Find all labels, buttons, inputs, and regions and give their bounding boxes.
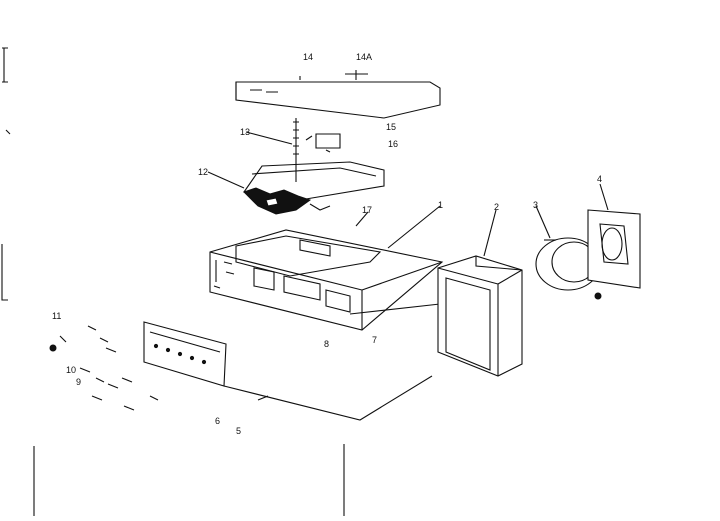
component-strip bbox=[243, 187, 331, 215]
part-label-10: 10 bbox=[66, 365, 77, 375]
part-label-12: 12 bbox=[198, 167, 209, 177]
front-bezel bbox=[143, 321, 433, 421]
speaker-cabinet bbox=[437, 255, 523, 377]
part-label-17: 17 bbox=[362, 205, 373, 215]
part-label-16: 16 bbox=[388, 139, 399, 149]
part-label-3: 3 bbox=[533, 200, 539, 210]
knobs-and-hardware bbox=[49, 325, 269, 411]
chassis-plate bbox=[243, 118, 385, 201]
part-label-9: 9 bbox=[76, 377, 82, 387]
top-cover bbox=[235, 70, 441, 119]
speaker-panel bbox=[587, 209, 641, 289]
bottom-frame bbox=[33, 444, 345, 516]
part-label-14a: 14A bbox=[356, 52, 373, 62]
part-label-4: 4 bbox=[597, 174, 603, 184]
part-label-13: 13 bbox=[240, 127, 251, 137]
part-label-11: 11 bbox=[52, 311, 62, 321]
main-chassis bbox=[209, 229, 444, 331]
part-label-1: 1 bbox=[438, 200, 444, 210]
part-label-14: 14 bbox=[303, 52, 314, 62]
part-label-6: 6 bbox=[215, 416, 221, 426]
part-label-7: 7 bbox=[372, 335, 378, 345]
margin-marks bbox=[1, 47, 11, 301]
part-label-15: 15 bbox=[386, 122, 397, 132]
part-label-5: 5 bbox=[236, 426, 242, 436]
part-label-8: 8 bbox=[324, 339, 330, 349]
leader-lines bbox=[207, 131, 609, 257]
part-label-2: 2 bbox=[494, 202, 500, 212]
